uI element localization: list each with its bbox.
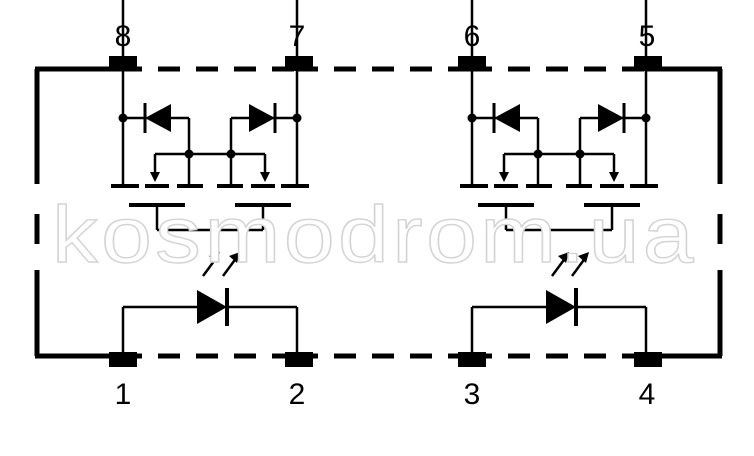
pin-label-1: 1	[115, 378, 132, 411]
relay-channel-right	[458, 0, 660, 358]
relay-channel-left	[109, 0, 311, 358]
pin-pads	[109, 56, 662, 367]
pin-label-2: 2	[289, 378, 306, 411]
pin-label-8: 8	[115, 20, 132, 53]
pin-label-6: 6	[464, 20, 481, 53]
pin-label-4: 4	[639, 378, 656, 411]
pin-label-7: 7	[289, 20, 306, 53]
pin-label-5: 5	[639, 20, 656, 53]
pin-label-3: 3	[464, 378, 481, 411]
watermark: kosmodrom.ua	[52, 190, 697, 279]
